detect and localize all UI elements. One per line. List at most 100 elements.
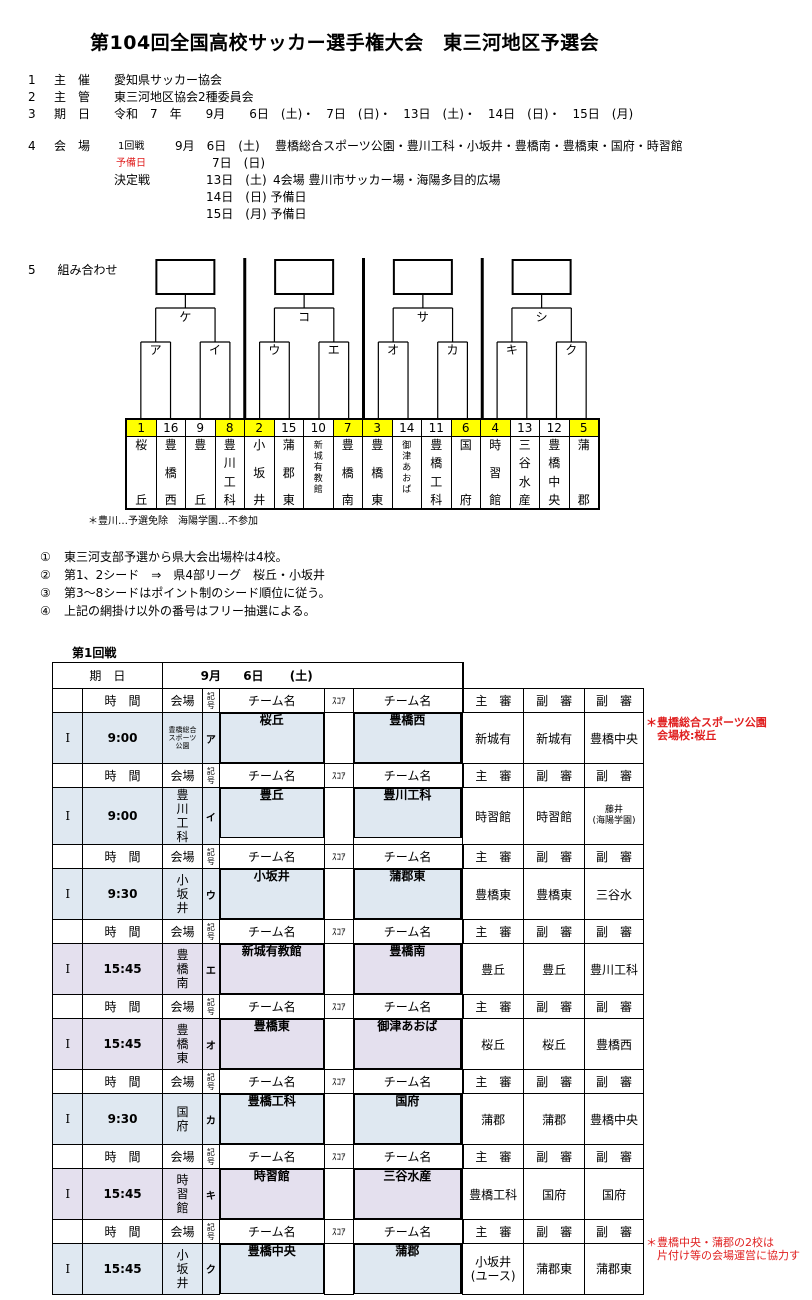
header-code-char: 号 bbox=[206, 700, 215, 710]
team-char: 時 bbox=[489, 438, 502, 452]
seed-number: 9 bbox=[186, 420, 215, 437]
header-blank bbox=[51, 844, 84, 869]
note-line: 会場校:桜丘 bbox=[646, 729, 717, 742]
match-code: キ bbox=[202, 1168, 220, 1220]
venue-char: 橋 bbox=[176, 962, 189, 976]
header-team: チーム名 bbox=[352, 994, 464, 1019]
header-referee: 主 審 bbox=[462, 919, 525, 944]
round-mark: I bbox=[51, 1093, 84, 1145]
team-char: 橋 bbox=[371, 465, 384, 480]
venue-text: 豊川工科 bbox=[163, 789, 202, 844]
match-code: オ bbox=[202, 1018, 220, 1070]
header-code: 記号 bbox=[202, 844, 220, 869]
team-char: 丘 bbox=[194, 493, 207, 507]
team-char: 産 bbox=[518, 492, 531, 507]
assistant-referee: 桜丘 bbox=[523, 1018, 586, 1070]
team-name: 蒲郡 bbox=[570, 437, 599, 508]
header-score: ｽｺｱ bbox=[324, 688, 354, 713]
venue-char: 坂 bbox=[176, 1261, 189, 1276]
header-code-char: 記 bbox=[206, 922, 215, 932]
page-title: 第104回全国高校サッカー選手権大会 東三河地区予選会 bbox=[90, 32, 600, 54]
match-time: 9:30 bbox=[82, 1093, 163, 1145]
team-name: 豊川工科 bbox=[216, 437, 245, 508]
venue-text: 時習館 bbox=[163, 1173, 202, 1215]
team-char: 三 bbox=[518, 438, 531, 452]
header-venue: 会場 bbox=[161, 994, 204, 1019]
team-char: 有 bbox=[313, 463, 323, 473]
match-code: ア bbox=[202, 712, 220, 764]
match-label-ウ: ウ bbox=[268, 343, 280, 357]
assistant-referee: 豊橋中央 bbox=[584, 1093, 644, 1145]
team-name: 豊橋東 bbox=[363, 437, 392, 508]
match-code: エ bbox=[202, 943, 220, 995]
match-venue: 豊橋東 bbox=[161, 1018, 204, 1070]
team-char: 坂 bbox=[253, 465, 266, 480]
header-code-char: 記 bbox=[206, 847, 215, 857]
header-code-char: 号 bbox=[206, 1231, 215, 1241]
seed-number: 13 bbox=[510, 420, 539, 437]
team-char: 南 bbox=[341, 493, 354, 507]
header-team: チーム名 bbox=[352, 844, 464, 869]
header-team: チーム名 bbox=[218, 994, 326, 1019]
schedule-header-row: 時 間会場記号チーム名ｽｺｱチーム名主 審副 審副 審 bbox=[51, 763, 644, 788]
seed-number: 1 bbox=[127, 420, 156, 437]
header-time: 時 間 bbox=[82, 1144, 163, 1169]
final-places: 4会場 豊川市サッカー場・海陽多目的広場 bbox=[273, 173, 501, 187]
venue-char: 科 bbox=[176, 830, 189, 844]
venue-char: 南 bbox=[176, 976, 189, 990]
seed-number: 6 bbox=[451, 420, 480, 437]
header-blank bbox=[51, 1069, 84, 1094]
venue-char: 川 bbox=[176, 802, 189, 816]
team-away: 蒲郡東 bbox=[353, 869, 463, 919]
header-code: 記号 bbox=[202, 763, 220, 788]
item-number: 5 bbox=[28, 263, 36, 277]
date-month: 9月 bbox=[200, 669, 222, 683]
seed-number: 4 bbox=[481, 420, 510, 437]
reserve-date: 7日 (日) bbox=[212, 156, 265, 170]
schedule-header-row: 時 間会場記号チーム名ｽｺｱチーム名主 審副 審副 審 bbox=[51, 1069, 644, 1094]
header-assistant: 副 審 bbox=[523, 1069, 586, 1094]
header-score: ｽｺｱ bbox=[324, 1069, 354, 1094]
team-char: 橋 bbox=[430, 456, 443, 471]
team-home: 豊丘 bbox=[219, 788, 325, 838]
team-char: ば bbox=[402, 485, 412, 495]
item-value: 愛知県サッカー協会 bbox=[114, 73, 223, 87]
team-home: 新城有教館 bbox=[219, 944, 325, 994]
header-assistant: 副 審 bbox=[584, 1069, 644, 1094]
header-referee: 主 審 bbox=[462, 994, 525, 1019]
team-char: 豊 bbox=[430, 438, 443, 452]
venue-char: 時 bbox=[176, 1173, 189, 1187]
seed-number: 10 bbox=[304, 420, 333, 437]
venue-text: 豊橋南 bbox=[163, 948, 202, 990]
round-mark: I bbox=[51, 1018, 84, 1070]
score-cell bbox=[324, 1093, 354, 1145]
score-cell bbox=[324, 868, 354, 920]
match-time: 9:00 bbox=[82, 712, 163, 764]
team-char: 豊 bbox=[194, 438, 207, 452]
header-code-char: 記 bbox=[206, 766, 215, 776]
team-name: 豊橋南 bbox=[334, 437, 363, 508]
note-line: 片付け等の会場運営に協力す bbox=[646, 1249, 800, 1262]
header-venue: 会場 bbox=[161, 919, 204, 944]
header-code-char: 記 bbox=[206, 1222, 215, 1232]
team-away: 豊川工科 bbox=[353, 788, 463, 838]
header-time: 時 間 bbox=[82, 763, 163, 788]
round1-label: 1回戦 bbox=[118, 141, 145, 152]
header-time: 時 間 bbox=[82, 1219, 163, 1244]
winner-box bbox=[392, 259, 453, 295]
match-label-イ: イ bbox=[209, 343, 221, 357]
header-score: ｽｺｱ bbox=[324, 763, 354, 788]
note-line: ＊豊橋総合スポーツ公園 bbox=[646, 716, 767, 729]
header-code-char: 号 bbox=[206, 856, 215, 866]
assistant-affiliation: (海陽学園) bbox=[592, 816, 636, 826]
header-blank bbox=[51, 1219, 84, 1244]
assistant-referee: 蒲郡東 bbox=[584, 1243, 644, 1295]
team-char: 井 bbox=[253, 493, 266, 507]
header-time: 時 間 bbox=[82, 919, 163, 944]
match-venue: 小坂井 bbox=[161, 1243, 204, 1295]
header-time: 時 間 bbox=[82, 994, 163, 1019]
